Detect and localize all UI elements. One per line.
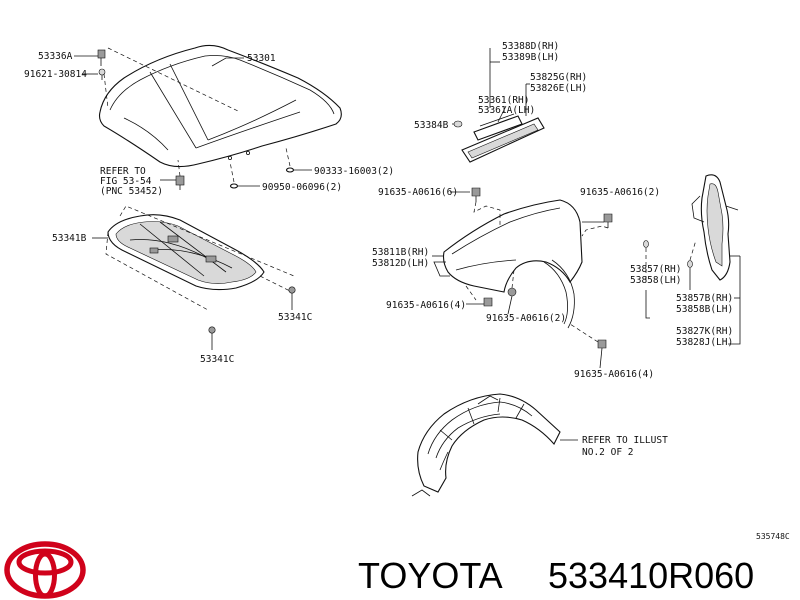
label-91635-a0616-6: 91635-A0616(6) <box>378 187 458 198</box>
label-refer-fig-2: FIG 53-54 <box>100 176 152 187</box>
label-53858b: 53858B(LH) <box>676 304 733 315</box>
label-53857b: 53857B(RH) <box>676 293 733 304</box>
callout-labels: 53336A 91621-30814 53301 REFER TO FIG 53… <box>24 41 790 541</box>
label-53361a: 53361A(LH) <box>478 105 535 116</box>
label-53858: 53858(LH) <box>630 275 681 286</box>
fender-moulding <box>461 113 545 163</box>
hood-insulator-pad <box>107 214 265 291</box>
label-91635-a0616-2-lower: 91635-A0616(2) <box>486 313 566 324</box>
fender-bolt-icon <box>597 339 607 349</box>
label-refer-fig-3: (PNC 53452) <box>100 186 163 197</box>
front-fender-panel <box>433 199 583 329</box>
label-53826e: 53826E(LH) <box>530 83 587 94</box>
fender-side-bracket <box>691 174 739 281</box>
part-number: 533410R060 <box>548 555 754 596</box>
fender-bolt-icon <box>603 213 613 228</box>
label-53825g: 53825G(RH) <box>530 72 587 83</box>
fender-bolt-icon <box>471 187 481 202</box>
bracket-clip-icon <box>687 260 693 268</box>
label-91635-a0616-4-left: 91635-A0616(4) <box>386 300 466 311</box>
hood-stay-clip-icon <box>97 49 106 80</box>
label-53811b: 53811B(RH) <box>372 247 429 258</box>
label-53388d: 53388D(RH) <box>502 41 559 52</box>
label-53341c-lower: 53341C <box>200 354 234 365</box>
label-53812d: 53812D(LH) <box>372 258 429 269</box>
label-refer-illust-2: NO.2 OF 2 <box>582 447 633 458</box>
label-91635-a0616-2-upper: 91635-A0616(2) <box>580 187 660 198</box>
toyota-logo-icon <box>4 541 86 599</box>
label-91621-30814: 91621-30814 <box>24 69 87 80</box>
label-refer-illust-1: REFER TO ILLUST <box>582 435 668 446</box>
moulding-clip-icon <box>453 120 463 128</box>
label-90333-16003: 90333-16003(2) <box>314 166 394 177</box>
hood-bumper-clip-icon <box>175 175 185 190</box>
label-53341b: 53341B <box>52 233 87 244</box>
hood-cushion-icon <box>229 167 295 189</box>
label-53384b: 53384B <box>414 120 449 131</box>
label-53361: 53361(RH) <box>478 95 529 106</box>
insulator-clip-icon <box>208 326 216 342</box>
label-53301: 53301 <box>247 53 276 64</box>
fender-liner <box>411 393 561 497</box>
brand-name: TOYOTA <box>358 555 503 596</box>
label-53857: 53857(RH) <box>630 264 681 275</box>
bracket-clip-icon <box>643 240 649 248</box>
label-53827k: 53827K(RH) <box>676 326 733 337</box>
label-90950-06096: 90950-06096(2) <box>262 182 342 193</box>
insulator-clip-icon <box>288 286 296 300</box>
fender-bolt-icon <box>483 297 493 307</box>
label-53389b: 53389B(LH) <box>502 52 559 63</box>
label-91635-a0616-4-right: 91635-A0616(4) <box>574 369 654 380</box>
label-refer-fig-1: REFER TO <box>100 166 146 177</box>
label-53336a: 53336A <box>38 51 73 62</box>
label-53828j: 53828J(LH) <box>676 337 733 348</box>
diagram-code: 535748C <box>756 532 790 541</box>
label-53341c-upper: 53341C <box>278 312 312 323</box>
hood-panel <box>98 44 342 168</box>
fender-bolt-icon <box>507 287 517 297</box>
